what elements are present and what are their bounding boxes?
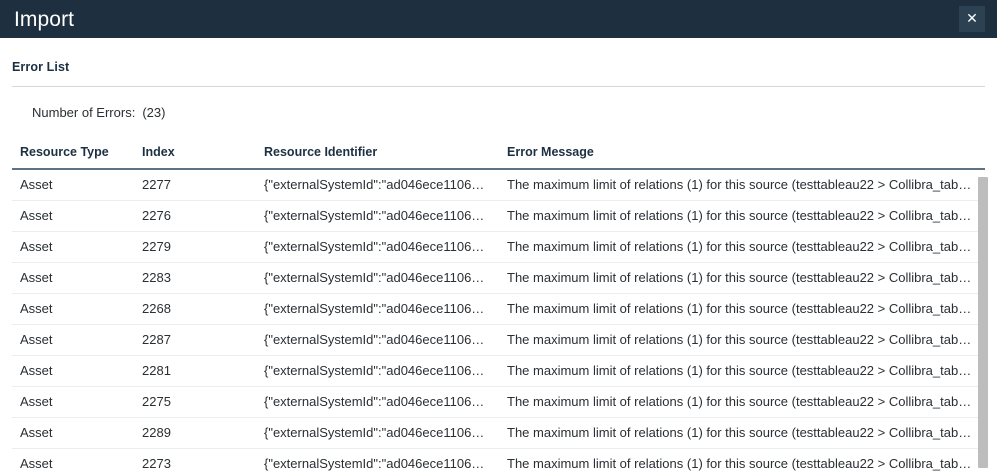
error-count-value: (23) <box>142 105 166 120</box>
cell-error-message: The maximum limit of relations (1) for t… <box>499 324 985 356</box>
cell-resource-type: Asset <box>12 293 134 325</box>
cell-resource-type: Asset <box>12 231 134 263</box>
cell-index: 2268 <box>134 293 256 325</box>
dialog-body: Error List Number of Errors: (23) Resourc… <box>0 38 997 473</box>
cell-resource-identifier: {"externalSystemId":"ad046ece110634… <box>256 262 499 294</box>
cell-error-message: The maximum limit of relations (1) for t… <box>499 417 985 449</box>
cell-resource-identifier: {"externalSystemId":"ad046ece110634… <box>256 386 499 418</box>
cell-error-message: The maximum limit of relations (1) for t… <box>499 386 985 418</box>
scrollbar-thumb[interactable] <box>978 177 988 468</box>
error-table: Resource Type Index Resource Identifier … <box>12 137 985 473</box>
cell-index: 2283 <box>134 262 256 294</box>
cell-resource-identifier: {"externalSystemId":"ad046ece110634… <box>256 448 499 473</box>
dialog-title: Import <box>14 7 75 31</box>
cell-resource-identifier: {"externalSystemId":"ad046ece110634… <box>256 355 499 387</box>
cell-index: 2276 <box>134 200 256 232</box>
cell-resource-identifier: {"externalSystemId":"ad046ece110634… <box>256 231 499 263</box>
column-header-resource-type[interactable]: Resource Type <box>12 137 134 170</box>
table-header-row: Resource Type Index Resource Identifier … <box>12 137 985 170</box>
cell-index: 2281 <box>134 355 256 387</box>
column-header-error-message[interactable]: Error Message <box>499 137 985 170</box>
cell-resource-type: Asset <box>12 200 134 232</box>
error-table-head: Resource Type Index Resource Identifier … <box>12 137 985 170</box>
cell-index: 2273 <box>134 448 256 473</box>
cell-error-message: The maximum limit of relations (1) for t… <box>499 169 985 201</box>
cell-resource-identifier: {"externalSystemId":"ad046ece110634… <box>256 169 499 201</box>
cell-resource-identifier: {"externalSystemId":"ad046ece110634… <box>256 324 499 356</box>
cell-index: 2277 <box>134 169 256 201</box>
cell-index: 2275 <box>134 386 256 418</box>
cell-error-message: The maximum limit of relations (1) for t… <box>499 262 985 294</box>
dialog-header: Import ✕ <box>0 0 997 38</box>
cell-resource-type: Asset <box>12 417 134 449</box>
cell-resource-type: Asset <box>12 324 134 356</box>
cell-error-message: The maximum limit of relations (1) for t… <box>499 355 985 387</box>
close-button[interactable]: ✕ <box>959 6 985 32</box>
cell-index: 2287 <box>134 324 256 356</box>
vertical-scrollbar[interactable] <box>978 177 988 473</box>
cell-resource-identifier: {"externalSystemId":"ad046ece110634… <box>256 417 499 449</box>
cell-resource-type: Asset <box>12 355 134 387</box>
cell-resource-identifier: {"externalSystemId":"ad046ece110634… <box>256 200 499 232</box>
close-icon: ✕ <box>966 11 978 27</box>
cell-resource-type: Asset <box>12 448 134 473</box>
section-title: Error List <box>12 60 70 74</box>
cell-index: 2279 <box>134 231 256 263</box>
column-header-resource-identifier[interactable]: Resource Identifier <box>256 137 499 170</box>
cell-resource-identifier: {"externalSystemId":"ad046ece110634… <box>256 293 499 325</box>
cell-error-message: The maximum limit of relations (1) for t… <box>499 200 985 232</box>
cell-index: 2289 <box>134 417 256 449</box>
section-divider <box>12 86 985 87</box>
cell-resource-type: Asset <box>12 169 134 201</box>
cell-error-message: The maximum limit of relations (1) for t… <box>499 231 985 263</box>
cell-resource-type: Asset <box>12 262 134 294</box>
cell-resource-type: Asset <box>12 386 134 418</box>
error-table-container: Resource Type Index Resource Identifier … <box>12 137 988 473</box>
cell-error-message: The maximum limit of relations (1) for t… <box>499 293 985 325</box>
error-count-label: Number of Errors: <box>32 105 136 120</box>
cell-error-message: The maximum limit of relations (1) for t… <box>499 448 985 473</box>
column-header-index[interactable]: Index <box>134 137 256 170</box>
error-count-row: Number of Errors: (23) <box>0 87 997 137</box>
